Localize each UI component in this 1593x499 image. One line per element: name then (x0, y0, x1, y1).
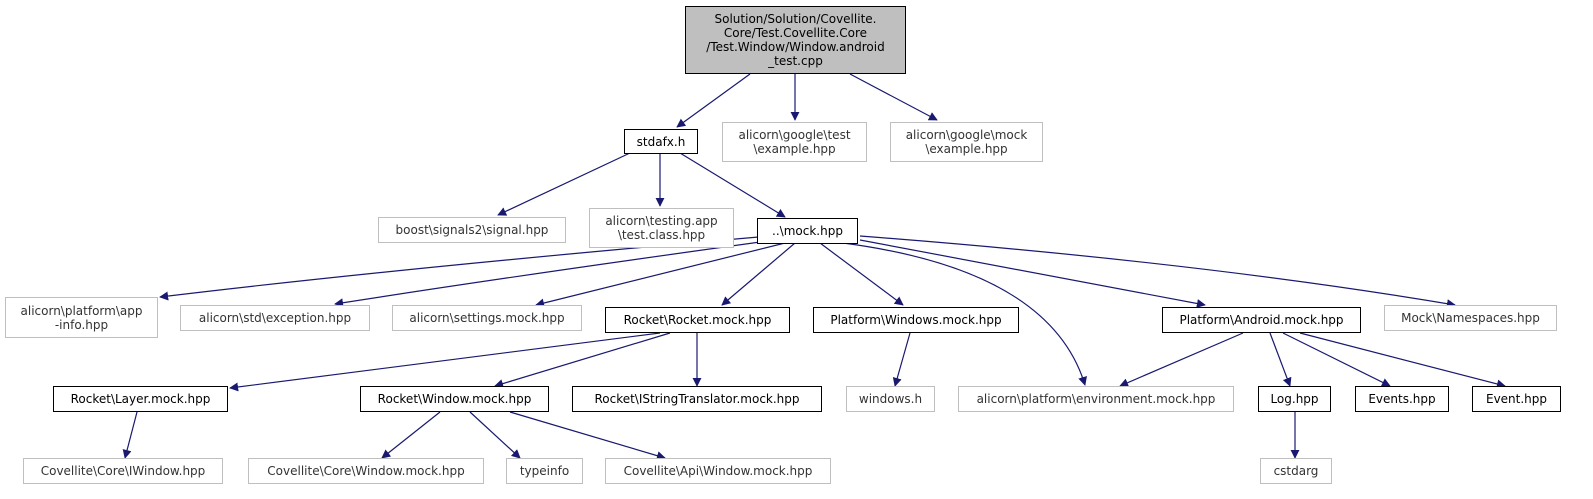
node-mock-hpp[interactable]: ..\mock.hpp (757, 218, 858, 244)
node-core-window-mock: Covellite\Core\Window.mock.hpp (248, 458, 484, 484)
node-events-hpp[interactable]: Events.hpp (1355, 386, 1449, 412)
edge-mock-platform-windows (819, 242, 904, 306)
node-log-hpp[interactable]: Log.hpp (1258, 386, 1331, 412)
node-rocket-mock[interactable]: Rocket\Rocket.mock.hpp (605, 307, 790, 333)
edge-stdafx-boost-signal (497, 152, 631, 216)
node-stdafx[interactable]: stdafx.h (624, 129, 698, 154)
edge-rocket-mock-layer (229, 332, 661, 392)
node-platform-android-mock[interactable]: Platform\Android.mock.hpp (1162, 307, 1361, 333)
node-rocket-window-mock[interactable]: Rocket\Window.mock.hpp (360, 386, 549, 412)
edge-platform-android-event (1299, 332, 1506, 389)
node-rocket-layer-mock[interactable]: Rocket\Layer.mock.hpp (53, 386, 228, 412)
node-platform-windows-mock[interactable]: Platform\Windows.mock.hpp (813, 307, 1019, 333)
edge-platform-windows-windows-h (892, 332, 911, 387)
node-boost-signal: boost\signals2\signal.hpp (378, 217, 566, 243)
node-std-exception: alicorn\std\exception.hpp (180, 305, 370, 331)
edge-root-stdafx (676, 73, 751, 128)
edge-layer-iwindow (122, 411, 138, 459)
node-rocket-istring-mock[interactable]: Rocket\IStringTranslator.mock.hpp (572, 386, 822, 412)
edge-mock-platform-android (859, 239, 1206, 308)
node-api-window-mock: Covellite\Api\Window.mock.hpp (605, 458, 831, 484)
edge-rocket-mock-window (494, 332, 671, 388)
edge-mock-environment (842, 242, 1087, 386)
node-google-mock: alicorn\google\mock \example.hpp (890, 122, 1043, 162)
node-settings-mock: alicorn\settings.mock.hpp (392, 305, 582, 331)
node-event-hpp[interactable]: Event.hpp (1472, 386, 1561, 412)
edge-mock-mock-namespaces (859, 235, 1456, 309)
edge-platform-android-events (1282, 332, 1391, 387)
edge-mock-std-exception (334, 239, 776, 308)
node-google-test: alicorn\google\test \example.hpp (722, 122, 867, 162)
edge-rocket-window-api-window-mock (509, 411, 666, 461)
node-typeinfo: typeinfo (506, 458, 583, 484)
edge-platform-android-log (1269, 332, 1292, 387)
edge-root-google-mock (849, 73, 938, 121)
node-windows-h: windows.h (846, 386, 935, 412)
node-environment-mock: alicorn\platform\environment.mock.hpp (958, 386, 1234, 412)
edge-rocket-window-core-window-mock (381, 411, 441, 459)
edge-stdafx-mock (679, 152, 786, 218)
node-testing-app: alicorn\testing.app \test.class.hpp (589, 208, 734, 248)
node-mock-namespaces: Mock\Namespaces.hpp (1384, 305, 1557, 331)
edge-rocket-window-typeinfo (469, 411, 521, 459)
node-core-iwindow: Covellite\Core\IWindow.hpp (23, 458, 223, 484)
node-platform-app-info: alicorn\platform\app -info.hpp (5, 297, 158, 338)
edge-platform-android-environment (1119, 332, 1244, 387)
node-root-source-file[interactable]: Solution/Solution/Covellite. Core/Test.C… (685, 6, 906, 74)
node-cstdarg: cstdarg (1260, 458, 1332, 484)
edge-mock-settings (535, 242, 786, 308)
edge-mock-rocket-mock (721, 242, 796, 306)
